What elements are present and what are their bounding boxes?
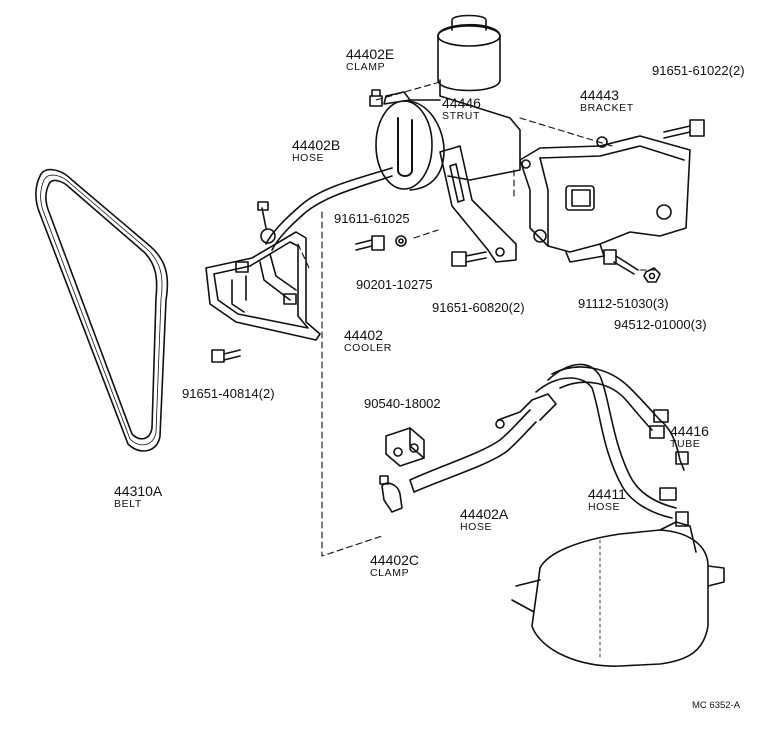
cooler-drawing <box>205 231 321 341</box>
part-number: 44402B <box>292 137 341 153</box>
label-strut-44446: 44446 STRUT <box>442 96 481 122</box>
part-name: HOSE <box>292 152 325 164</box>
label-hose-44402a: 44402A HOSE <box>460 507 508 533</box>
part-number: 44416 <box>670 423 709 439</box>
part-number: 44446 <box>442 95 481 111</box>
label-tube-44416: 44416 TUBE <box>670 424 709 450</box>
code-90201-10275: 90201-10275 <box>356 277 433 292</box>
label-hose-44402b: 44402B HOSE <box>292 138 340 164</box>
part-name: BRACKET <box>580 102 634 114</box>
label-hose-44411: 44411 HOSE <box>588 487 626 513</box>
code-91112-51030: 91112-51030(3) <box>578 296 669 311</box>
label-cooler-44402: 44402 COOLER <box>344 328 392 354</box>
steering-gear-drawing <box>511 521 725 667</box>
code-90540-18002: 90540-18002 <box>364 396 441 411</box>
hose-44411-drawing <box>535 363 689 527</box>
part-number: 44402E <box>346 46 395 62</box>
label-belt-44310a: 44310A BELT <box>114 484 162 510</box>
hose-a-drawing <box>409 393 557 493</box>
part-name: COOLER <box>344 342 392 354</box>
part-number: 44402A <box>460 506 509 522</box>
part-name: TUBE <box>670 438 701 450</box>
leader-lines <box>297 81 661 557</box>
label-bracket-44443: 44443 BRACKET <box>580 88 634 114</box>
code-91651-40814: 91651-40814(2) <box>182 386 275 401</box>
part-name: STRUT <box>442 110 480 122</box>
hose-b-drawing <box>257 167 393 251</box>
reference-code: MC 6352-A <box>692 700 741 711</box>
label-clamp-44402c: 44402C CLAMP <box>370 553 419 579</box>
part-number: 44402C <box>370 552 420 568</box>
part-name: CLAMP <box>346 61 386 73</box>
part-name: HOSE <box>588 501 621 513</box>
code-94512-01000: 94512-01000(3) <box>614 317 707 332</box>
bracket-drawing <box>519 135 691 263</box>
part-name: BELT <box>114 498 142 510</box>
part-number: 44310A <box>114 483 163 499</box>
part-name: CLAMP <box>370 567 410 579</box>
belt-drawing <box>35 168 169 452</box>
part-number: 44402 <box>344 327 383 343</box>
code-91651-60820: 91651-60820(2) <box>432 300 525 315</box>
label-clamp-44402e: 44402E CLAMP <box>346 47 394 73</box>
hardware-drawing <box>211 89 705 513</box>
strut-drawing <box>439 145 517 263</box>
code-91651-61022: 91651-61022(2) <box>652 63 745 78</box>
code-91611-61025: 91611-61025 <box>334 211 410 226</box>
part-number: 44443 <box>580 87 619 103</box>
part-number: 44411 <box>588 486 626 502</box>
part-name: HOSE <box>460 521 493 533</box>
tube-drawing <box>649 419 689 471</box>
